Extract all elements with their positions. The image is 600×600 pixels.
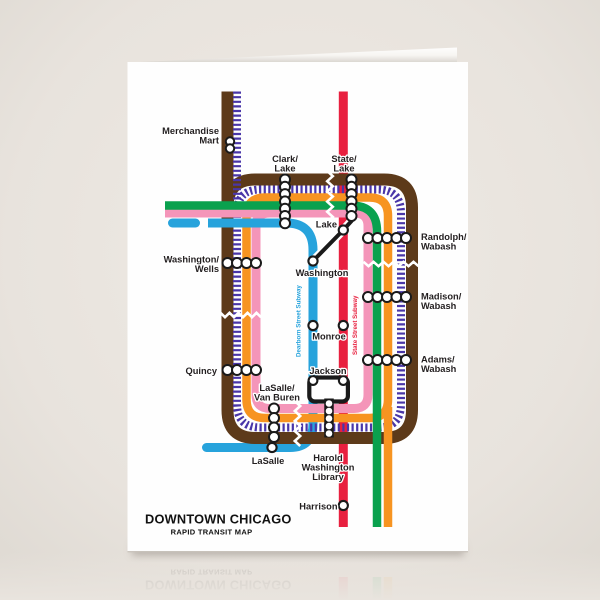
label-randolph-wabash-1: Randolph/ [421, 232, 467, 242]
purple-line-hatch [233, 91, 405, 432]
station-jackson-blue [307, 375, 319, 386]
label-washington-wells-2: Wells [195, 264, 219, 274]
station-harrison [337, 499, 349, 512]
dot [345, 210, 358, 222]
label-clark-lake-2: Lake [274, 164, 295, 174]
label-jackson: Jackson [309, 366, 347, 376]
station-adams-wabash [362, 354, 412, 366]
line-break-mark-bottom [292, 400, 303, 447]
dot [250, 257, 262, 269]
dot [325, 400, 333, 407]
dot [224, 143, 236, 154]
line-break-mark-west [219, 310, 262, 320]
line-break-mark-east [362, 260, 420, 268]
label-library-1: Harold [313, 453, 343, 463]
label-quincy: Quincy [185, 366, 217, 376]
station-state-lake [345, 173, 358, 222]
station-lake [337, 224, 349, 236]
card-back-fold [140, 47, 457, 62]
card-bottom-edge [127, 551, 468, 553]
label-lasalle-van-buren-1: LaSalle/ [259, 383, 295, 393]
line-break-mark-top [325, 170, 335, 223]
station-randolph-wabash [362, 232, 412, 244]
dot [325, 422, 333, 430]
label-madison-wabash-1: Madison/ [421, 292, 462, 302]
station-quincy [221, 364, 262, 376]
station-merchandise-mart [224, 136, 236, 154]
station-monroe-red [337, 319, 349, 332]
dot [325, 430, 333, 437]
label-library-3: Library [312, 472, 344, 482]
dot [400, 354, 412, 366]
label-madison-wabash-2: Wabash [421, 301, 457, 311]
station-washington [307, 255, 319, 267]
station-lasalle-van-buren [268, 402, 280, 443]
line-break-marks [219, 170, 420, 447]
library-transfer-dots [325, 400, 333, 437]
label-washington: Washington [296, 268, 349, 278]
label-merchandise-mart-2: Mart [199, 136, 219, 146]
card-reflection: DOWNTOWN CHICAGO RAPID TRANSIT MAP [0, 552, 600, 600]
dot [400, 291, 412, 303]
label-monroe: Monroe [312, 332, 346, 342]
label-state-lake-2: Lake [333, 164, 354, 174]
station-clark-lake [279, 173, 291, 230]
dearborn-subway-label: Dearborn Street Subway [296, 285, 303, 357]
label-randolph-wabash-2: Wabash [421, 242, 457, 252]
label-lasalle: LaSalle [252, 456, 285, 466]
label-merchandise-mart-1: Merchandise [162, 126, 219, 136]
label-lake: Lake [316, 220, 337, 230]
map-title: DOWNTOWN CHICAGO [145, 512, 292, 527]
map-subtitle: RAPID TRANSIT MAP [171, 528, 253, 537]
label-lasalle-van-buren-2: Van Buren [254, 393, 300, 403]
transit-map: Merchandise Mart Clark/ Lake State/ Lake… [145, 91, 468, 537]
label-harrison: Harrison [299, 502, 338, 512]
label-washington-wells-1: Washington/ [164, 255, 220, 265]
label-adams-wabash-2: Wabash [421, 364, 457, 374]
station-monroe-blue [307, 319, 319, 332]
dot [279, 217, 291, 230]
dot [400, 232, 412, 244]
reflection-fade [0, 552, 600, 600]
label-state-lake-1: State/ [331, 154, 357, 164]
orange-line-loop [242, 193, 393, 423]
label-library-2: Washington [302, 463, 355, 473]
dot [268, 431, 280, 443]
brown-line [221, 91, 418, 444]
station-lasalle [266, 441, 278, 454]
state-subway-label: State Street Subway [352, 295, 359, 355]
label-adams-wabash-1: Adams/ [421, 355, 455, 365]
label-clark-lake-1: Clark/ [272, 154, 298, 164]
station-washington-wells [221, 257, 262, 269]
dot [325, 415, 333, 422]
dot [325, 407, 333, 415]
station-madison-wabash [362, 291, 412, 303]
station-jackson-red [337, 375, 349, 386]
dot [250, 364, 262, 376]
